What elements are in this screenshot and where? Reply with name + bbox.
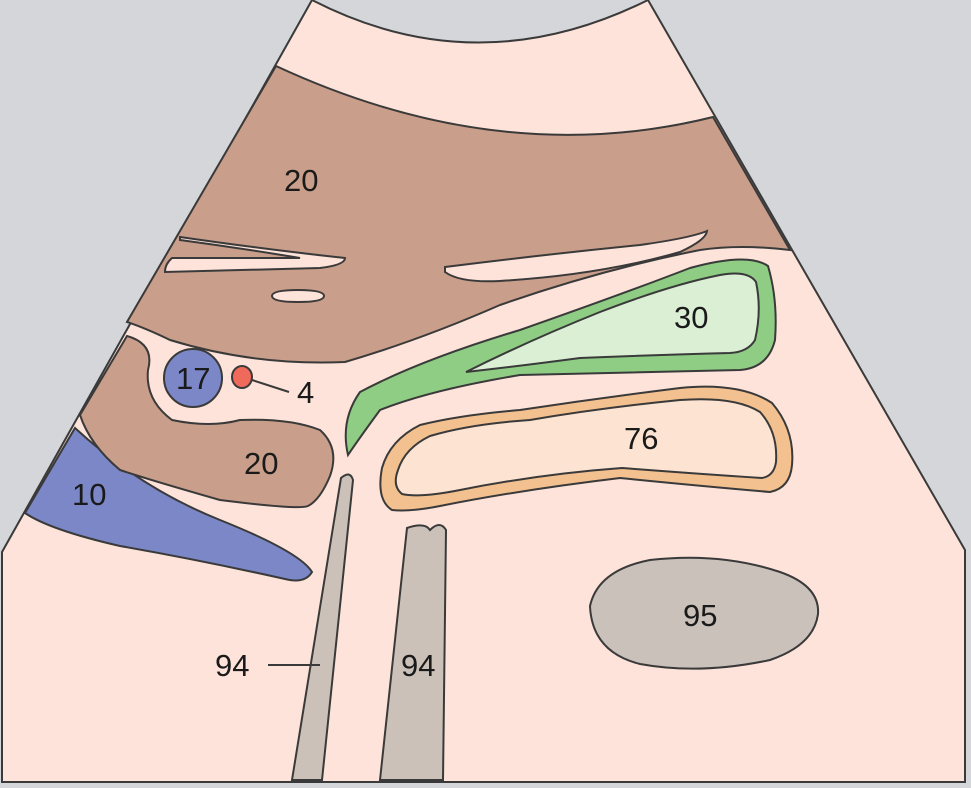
gland-inner <box>465 272 760 373</box>
label-vein-small: 17 <box>176 361 210 396</box>
acoustic-shadow-left <box>290 473 355 781</box>
label-artery-small: 4 <box>297 375 314 410</box>
muscle-layer-top <box>125 64 792 364</box>
label-muscle-mid: 20 <box>244 446 278 481</box>
artery-pointer-line <box>251 379 290 393</box>
label-muscle-top: 20 <box>284 163 318 198</box>
label-gland: 30 <box>674 300 708 335</box>
label-duct: 76 <box>624 421 658 456</box>
artery-small <box>231 365 253 389</box>
fascia-ellipse <box>270 288 326 304</box>
vein-large <box>23 426 314 582</box>
acoustic-shadow-right <box>378 524 448 781</box>
fascia-line-right <box>444 229 709 283</box>
muscle-layer-mid <box>78 334 335 509</box>
label-shadow-left: 94 <box>215 648 249 683</box>
duct-inner <box>394 398 778 497</box>
lymph-node <box>588 556 820 670</box>
label-node: 95 <box>683 598 717 633</box>
label-vein-large: 10 <box>72 477 106 512</box>
fascia-line-left <box>163 235 347 274</box>
vein-small <box>163 348 223 408</box>
label-shadow-right: 94 <box>401 648 435 683</box>
